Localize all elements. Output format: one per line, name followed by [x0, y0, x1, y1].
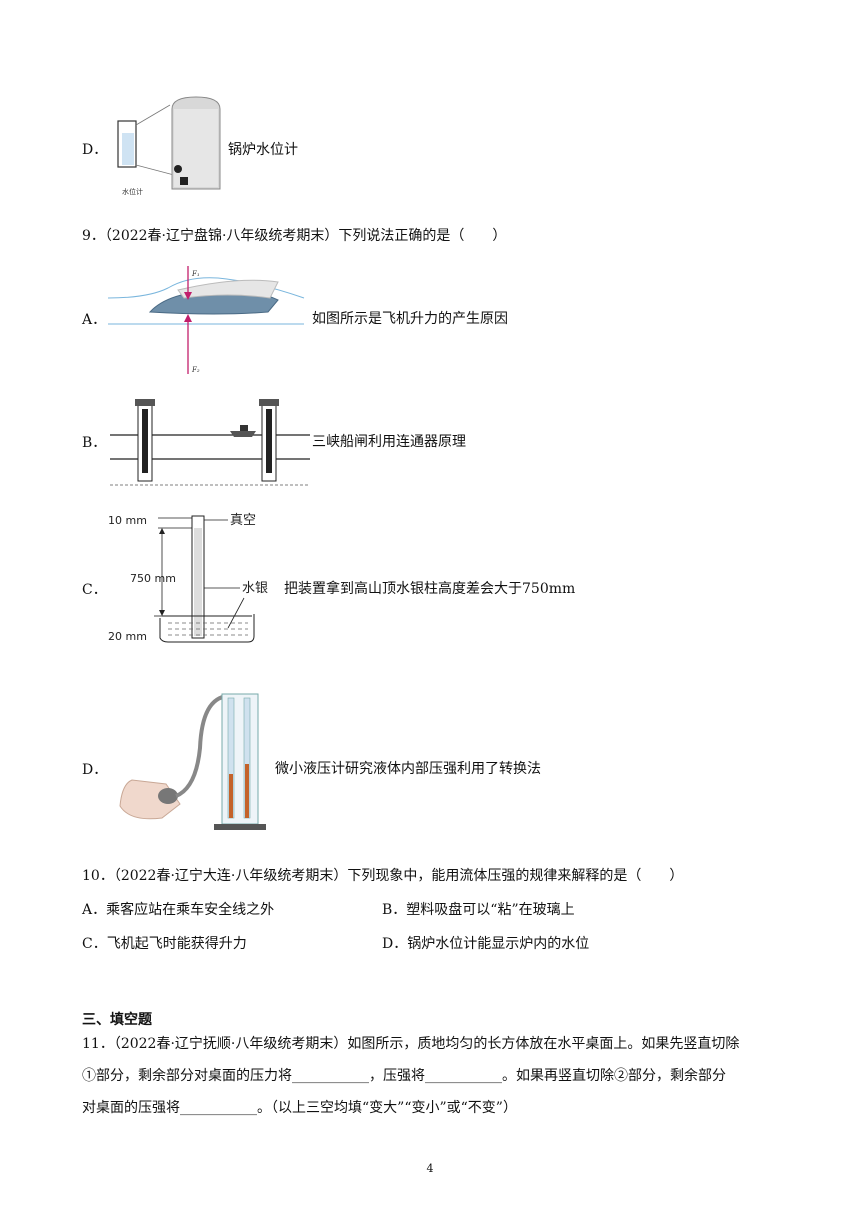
- water-gauge-label: 水位计: [122, 187, 143, 196]
- label-mercury: 水银: [242, 581, 268, 596]
- q9-stem: 9．（2022春·辽宁盘锦·八年级统考期末）下列说法正确的是（ ）: [82, 228, 507, 244]
- page-number: 4: [426, 1162, 434, 1175]
- q9-option-b-text: 三峡船闸利用连通器原理: [312, 434, 466, 450]
- q9-option-b-letter: B．: [82, 435, 107, 451]
- q9-option-a-text: 如图所示是飞机升力的产生原因: [312, 311, 508, 327]
- q11-line-1: 11．（2022春·辽宁抚顺·八年级统考期末）如图所示，质地均匀的长方体放在水平…: [82, 1036, 740, 1052]
- force-f2-label: F₂: [191, 366, 200, 374]
- force-f1-label: F₁: [191, 270, 200, 278]
- boiler-water-gauge-figure: 水位计: [117, 96, 221, 196]
- q9-option-a-letter: A．: [82, 312, 107, 328]
- q10-option-d: D．锅炉水位计能显示炉内的水位: [382, 936, 590, 952]
- label-vacuum: 真空: [230, 513, 256, 528]
- q10-option-a: A．乘客应站在乘车安全线之外: [82, 902, 275, 918]
- manometer-figure: [119, 693, 266, 830]
- label-750mm: 750 mm: [130, 572, 176, 585]
- section-heading: 三、填空题: [82, 1012, 152, 1028]
- label-10mm: 10 mm: [108, 514, 147, 527]
- q8-option-d-letter: D．: [82, 142, 108, 158]
- q9-option-d-text: 微小液压计研究液体内部压强利用了转换法: [275, 761, 541, 777]
- airplane-wing-lift-figure: F₁ F₂: [107, 266, 305, 374]
- label-20mm: 20 mm: [108, 630, 147, 643]
- q9-option-d-letter: D．: [82, 762, 108, 778]
- torricelli-experiment-figure: 10 mm 750 mm 20 mm 真空 水银: [108, 513, 268, 643]
- q9-option-c-text: 把装置拿到高山顶水银柱高度差会大于750mm: [284, 581, 576, 597]
- q10-option-b: B．塑料吸盘可以“粘”在玻璃上: [382, 902, 575, 918]
- q11-line-3: 对桌面的压强将___________。（以上三空均填“变大”“变小”或“不变”）: [82, 1100, 517, 1116]
- q10-stem: 10．（2022春·辽宁大连·八年级统考期末）下列现象中，能用流体压强的规律来解…: [82, 868, 684, 884]
- ship-lock-figure: [110, 399, 310, 486]
- q9-option-c-letter: C．: [82, 582, 107, 598]
- q11-line-2: ①部分，剩余部分对桌面的压力将___________，压强将__________…: [82, 1068, 726, 1084]
- q10-option-c: C．飞机起飞时能获得升力: [82, 936, 247, 952]
- q8-option-d-text: 锅炉水位计: [228, 142, 298, 158]
